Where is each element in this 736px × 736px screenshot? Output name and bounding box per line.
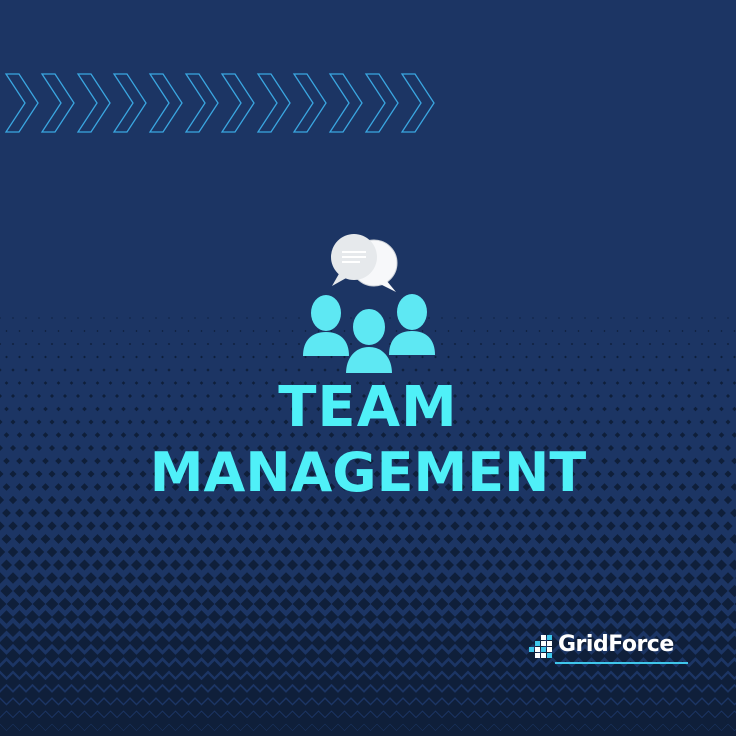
chevron-right-icon xyxy=(184,73,219,133)
title-line-1: TEAM xyxy=(278,375,458,440)
chevron-right-icon xyxy=(292,73,327,133)
brand-name: GridForce xyxy=(558,632,674,657)
chevron-right-icon xyxy=(364,73,399,133)
chevron-right-icon xyxy=(40,73,75,133)
chevron-right-icon xyxy=(4,73,39,133)
chevron-right-icon xyxy=(400,73,435,133)
title-line-2: MANAGEMENT xyxy=(149,441,587,504)
chevron-right-icon xyxy=(148,73,183,133)
team-illustration xyxy=(290,228,450,378)
chevron-right-icon xyxy=(112,73,147,133)
brand-underline xyxy=(555,662,688,664)
chevron-right-icon xyxy=(76,73,111,133)
chat-bubbles-icon xyxy=(331,234,398,292)
chevron-right-icon xyxy=(256,73,291,133)
chevron-row xyxy=(4,73,435,133)
brand-logo: GridForce xyxy=(527,630,707,670)
gridforce-logo-icon xyxy=(529,635,552,658)
chevron-right-icon xyxy=(328,73,363,133)
chevron-right-icon xyxy=(220,73,255,133)
team-people-icon xyxy=(303,294,435,375)
